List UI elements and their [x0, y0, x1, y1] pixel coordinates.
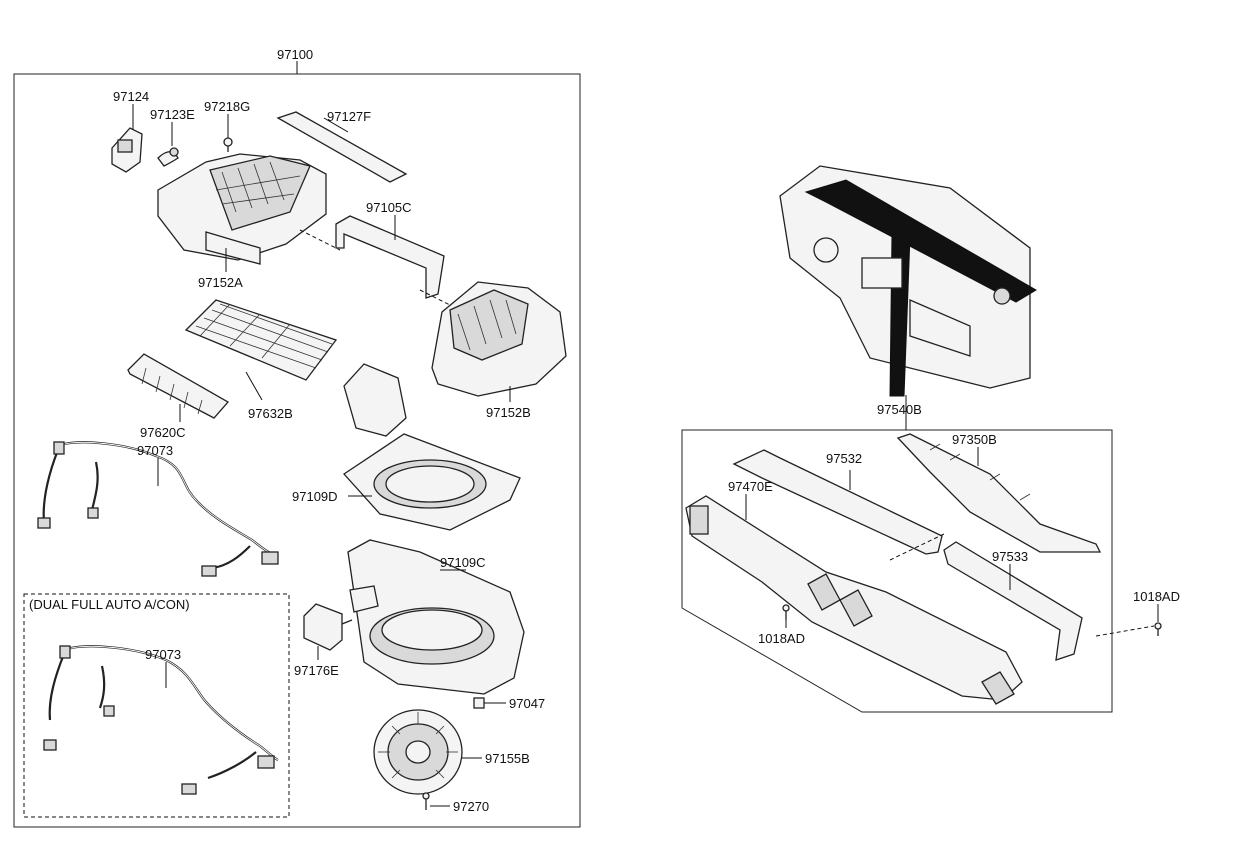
- label-97176E[interactable]: 97176E: [294, 663, 339, 678]
- wiring-harness-97073-dual[interactable]: 97073: [43, 645, 279, 795]
- label-97047[interactable]: 97047: [509, 696, 545, 711]
- label-97533[interactable]: 97533: [992, 549, 1028, 564]
- heater-case-upper-97152A[interactable]: 97152A: [157, 153, 327, 290]
- label-97123E[interactable]: 97123E: [150, 107, 195, 122]
- option-box-frame: [23, 593, 290, 818]
- blower-resistor-97176E[interactable]: 97176E: [294, 603, 353, 678]
- duct-97532[interactable]: 97532: [732, 449, 943, 555]
- label-97532[interactable]: 97532: [826, 451, 862, 466]
- clip-97047[interactable]: 97047: [473, 696, 545, 711]
- label-97620C[interactable]: 97620C: [140, 425, 186, 440]
- heater-case-lower-97152B[interactable]: 97152B: [431, 281, 567, 420]
- blower-motor-97155B[interactable]: 97155B: [373, 709, 530, 795]
- label-1018AD-outer[interactable]: 1018AD: [1133, 589, 1180, 604]
- duct-97533[interactable]: 97533: [943, 541, 1083, 661]
- seal-strip-97127F[interactable]: 97127F: [276, 109, 408, 183]
- label-97073-dual[interactable]: 97073: [145, 647, 181, 662]
- label-97127F[interactable]: 97127F: [327, 109, 371, 124]
- heater-blower-assembly-group: 97100 97124 97123E 97218G: [13, 47, 581, 828]
- duct-assembly-frame: [681, 429, 1113, 713]
- wiring-harness-97073[interactable]: 97073: [37, 441, 279, 577]
- label-97632B[interactable]: 97632B: [248, 406, 293, 421]
- screw-1018AD-inner[interactable]: 1018AD: [758, 604, 805, 646]
- label-97152B[interactable]: 97152B: [486, 405, 531, 420]
- label-97540B[interactable]: 97540B: [877, 402, 922, 417]
- screw-97218G[interactable]: 97218G: [204, 99, 250, 152]
- duct-97470E[interactable]: 97470E: [685, 479, 1023, 705]
- option-box-dual-full-auto: (DUAL FULL AUTO A/CON) 97073: [23, 593, 290, 818]
- cabin-filter-97632B[interactable]: 97632B: [184, 299, 338, 421]
- air-grille-97620C[interactable]: 97620C: [127, 353, 230, 440]
- dash-duct-group: 97540B 97350B 97532: [681, 165, 1180, 713]
- link-97123E[interactable]: 97123E: [150, 107, 195, 167]
- label-97073-main[interactable]: 97073: [137, 443, 173, 458]
- label-97218G[interactable]: 97218G: [204, 99, 250, 114]
- actuator-97124[interactable]: 97124: [111, 89, 149, 173]
- label-97109C[interactable]: 97109C: [440, 555, 486, 570]
- label-97124[interactable]: 97124: [113, 89, 149, 104]
- label-97100[interactable]: 97100: [277, 47, 313, 62]
- label-97350B[interactable]: 97350B: [952, 432, 997, 447]
- label-97109D[interactable]: 97109D: [292, 489, 338, 504]
- dashboard-illustration: 97540B: [779, 165, 1037, 430]
- blower-case-lower-97109D[interactable]: 97109D: [292, 363, 521, 531]
- screw-97270[interactable]: 97270: [422, 792, 489, 814]
- duct-97105C[interactable]: 97105C: [335, 200, 445, 299]
- option-box-title: (DUAL FULL AUTO A/CON): [29, 597, 190, 612]
- label-97470E[interactable]: 97470E: [728, 479, 773, 494]
- label-97105C[interactable]: 97105C: [366, 200, 412, 215]
- label-97155B[interactable]: 97155B: [485, 751, 530, 766]
- blower-case-upper-97109C[interactable]: 97109C: [347, 539, 525, 695]
- screw-1018AD-outer[interactable]: 1018AD: [1095, 589, 1180, 637]
- label-97270[interactable]: 97270: [453, 799, 489, 814]
- label-97152A[interactable]: 97152A: [198, 275, 243, 290]
- label-1018AD-inner[interactable]: 1018AD: [758, 631, 805, 646]
- duct-97350B[interactable]: 97350B: [896, 432, 1102, 553]
